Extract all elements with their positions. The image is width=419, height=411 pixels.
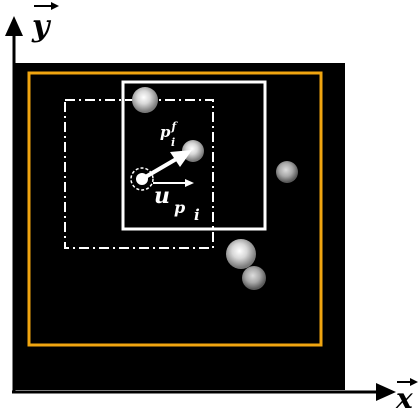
p-label: pf xyxy=(160,120,179,141)
x-axis-label: x xyxy=(395,382,413,411)
y-label-vector-arrowhead-icon xyxy=(51,2,59,10)
x-label-vector-arrowhead-icon xyxy=(410,378,418,386)
particle xyxy=(226,239,256,269)
p-label-subscript: i xyxy=(171,136,175,149)
outer-frame xyxy=(27,71,323,347)
particle xyxy=(276,161,298,183)
x-axis xyxy=(12,383,396,401)
u-vector-bar-arrowhead-icon xyxy=(185,179,194,187)
interrogation-window xyxy=(121,80,267,231)
u-label-subsubscript: i xyxy=(194,206,200,224)
particle-origin-ring xyxy=(130,167,154,191)
displacement-arrow xyxy=(140,150,192,181)
particle xyxy=(182,140,204,162)
particle xyxy=(132,87,158,113)
arrowhead-icon xyxy=(170,150,192,167)
image-field xyxy=(14,63,345,390)
y-axis-label: y xyxy=(31,9,52,44)
y-axis-arrowhead-icon xyxy=(5,16,23,36)
y-axis xyxy=(5,16,23,392)
u-label-subscript: p xyxy=(174,198,185,217)
x-axis-arrowhead-icon xyxy=(376,383,396,401)
u-label: u xyxy=(154,183,170,209)
particle xyxy=(242,266,266,290)
